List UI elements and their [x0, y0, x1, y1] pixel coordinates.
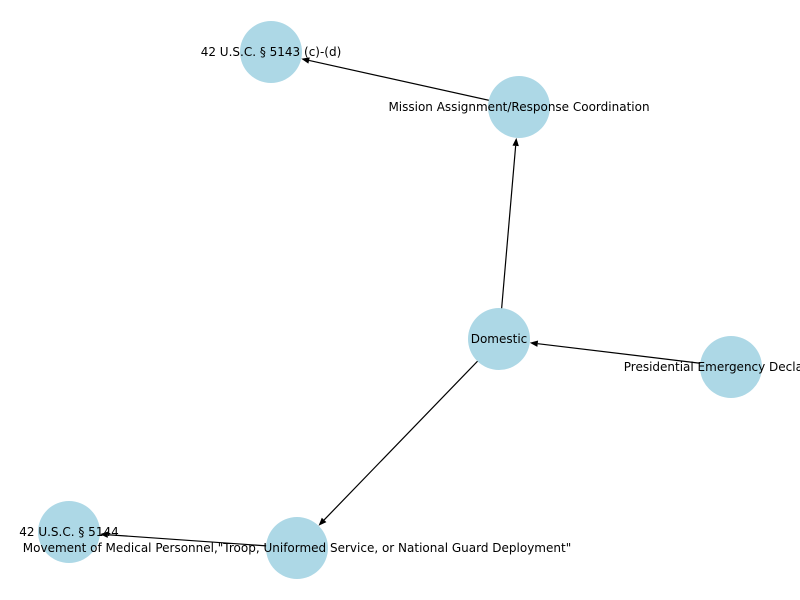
- node-label-presidential: Presidential Emergency Declaration: [624, 360, 800, 374]
- node-usc5144[interactable]: [38, 501, 100, 563]
- edge-movement-to-usc5144: [107, 534, 298, 549]
- nodes-layer: [38, 21, 762, 579]
- arrowhead-presidential-to-domestic: [529, 340, 539, 347]
- edge-domestic-to-movement: [323, 338, 500, 521]
- node-usc5143[interactable]: [240, 21, 302, 83]
- edge-domestic-to-mission: [498, 145, 517, 340]
- node-label-usc5143: 42 U.S.C. § 5143 (c)-(d): [201, 45, 342, 59]
- edge-presidential-to-domestic: [537, 343, 732, 368]
- node-domestic[interactable]: [468, 308, 530, 370]
- labels-layer: 42 U.S.C. § 5143 (c)-(d) Mission Assignme…: [19, 45, 800, 555]
- arrowhead-domestic-to-mission: [512, 137, 519, 147]
- node-label-usc5144: 42 U.S.C. § 5144: [19, 525, 118, 539]
- edge-mission-to-usc5143: [308, 59, 520, 108]
- arrowhead-domestic-to-movement: [318, 517, 327, 526]
- node-movement[interactable]: [266, 517, 328, 579]
- node-label-mission: Mission Assignment/Response Coordination: [388, 100, 649, 114]
- arrowhead-mission-to-usc5143: [301, 57, 310, 64]
- edges-layer: [99, 57, 732, 549]
- node-label-movement: Movement of Medical Personnel,"Troop, Un…: [23, 541, 571, 555]
- node-label-domestic: Domestic: [471, 332, 528, 346]
- node-presidential[interactable]: [700, 336, 762, 398]
- node-mission[interactable]: [488, 76, 550, 138]
- arrowhead-movement-to-usc5144: [99, 531, 109, 538]
